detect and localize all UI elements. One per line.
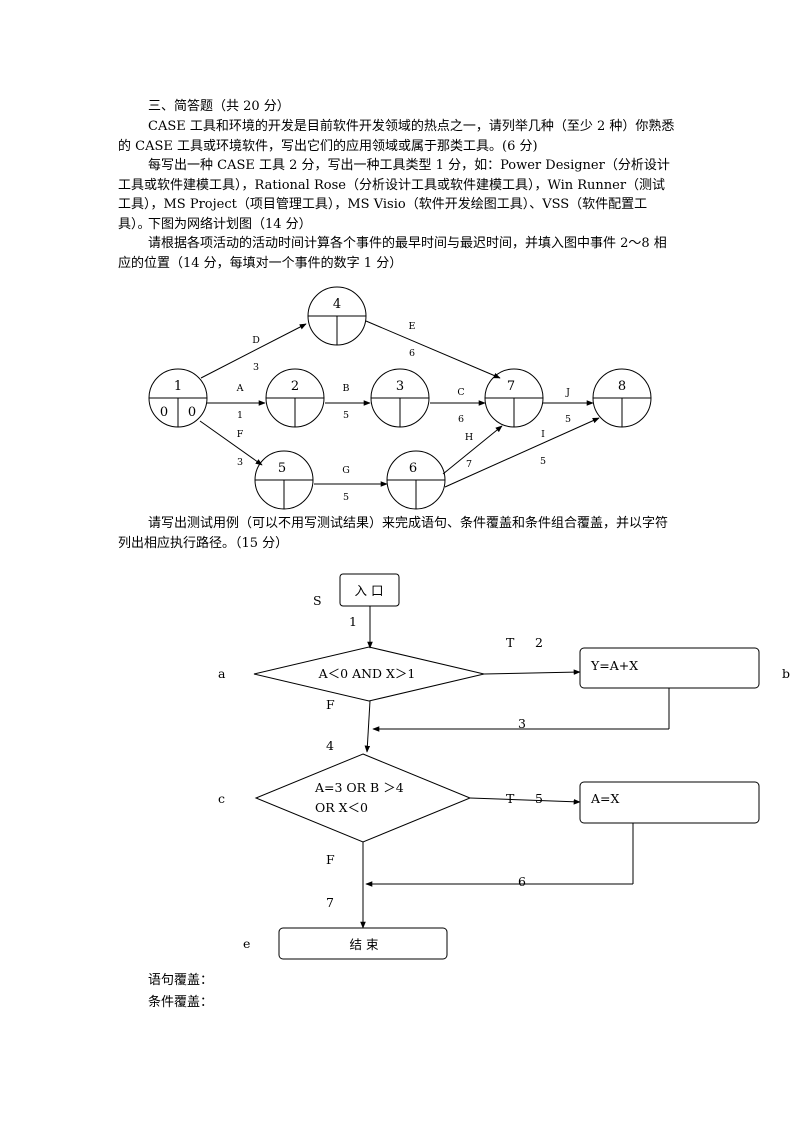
question-2-text: 请根据各项活动的活动时间计算各个事件的最早时间与最迟时间，并填入图中事件 2～8… (118, 236, 667, 271)
edge-3: 3 (518, 716, 526, 731)
action-1-text: Y=A+X (590, 658, 638, 673)
activity-i-arrow (444, 417, 600, 488)
condition-1-text: A＜0 AND X＞1 (318, 666, 416, 681)
node-6-id: 6 (409, 461, 417, 476)
edge-5: 5 (535, 791, 543, 806)
node-2-id: 2 (291, 379, 299, 394)
node-label-e: e (243, 936, 250, 951)
event-node-6 (386, 450, 446, 510)
activity-e-label: E (409, 321, 416, 332)
question-1-answer: 每写出一种 CASE 工具 2 分，写出一种工具类型 1 分，如：Power D… (118, 158, 670, 232)
activity-b-duration: 5 (343, 410, 349, 421)
edge-1: 1 (349, 614, 357, 629)
condition-1-diamond (253, 646, 485, 702)
node-1-late: 0 (188, 405, 196, 420)
event-node-4 (307, 286, 367, 346)
activity-h-duration: 7 (466, 459, 472, 470)
event-node-2 (265, 368, 325, 428)
event-node-3 (370, 368, 430, 428)
activity-e-duration: 6 (409, 348, 415, 359)
node-1-id: 1 (174, 379, 182, 394)
event-node-8 (592, 368, 652, 428)
node-label-b: b (782, 666, 790, 681)
node-5-id: 5 (278, 461, 286, 476)
activity-h-arrow (442, 425, 503, 475)
true-branch-2: T (506, 791, 515, 806)
condition-2-line-2: OR X＜0 (315, 800, 368, 815)
activity-h-label: H (465, 432, 473, 443)
event-node-7 (484, 368, 544, 428)
entry-label: 入 口 (355, 583, 384, 598)
activity-f-label: F (237, 429, 244, 440)
activity-c-duration: 6 (458, 414, 464, 425)
false-branch-1: F (326, 697, 335, 712)
question-1-text: CASE 工具和环境的开发是目前软件开发领域的热点之一，请列举几种（至少 2 种… (118, 119, 675, 154)
true-branch-1: T (506, 635, 515, 650)
activity-b-label: B (343, 383, 350, 394)
condition-2-line-1: A=3 OR B ＞4 (314, 780, 404, 795)
activity-f-arrow (199, 420, 263, 466)
node-label-s: S (313, 593, 322, 608)
edge-7: 7 (326, 895, 334, 910)
node-label-c: c (218, 791, 225, 806)
node-3-id: 3 (396, 379, 404, 394)
activity-j-duration: 5 (565, 414, 571, 425)
activity-j-label: J (565, 387, 570, 398)
node-label-a: a (218, 666, 226, 681)
exit-label: 结 束 (350, 937, 379, 952)
action-2-text: A=X (590, 791, 620, 806)
question-2-intro: 下图为网络计划图（14 分） (148, 217, 312, 232)
activity-g-duration: 5 (343, 492, 349, 503)
activity-c-label: C (457, 387, 464, 398)
action-2-box (579, 781, 760, 824)
activity-d-arrow (200, 323, 307, 379)
exit-box (278, 927, 448, 960)
activity-a-label: A (236, 383, 244, 394)
question-3-text: 请写出测试用例（可以不用写测试结果）来完成语句、条件覆盖和条件组合覆盖，并以字符… (118, 516, 669, 551)
network-plan-diagram: 1 0 0 2 3 4 5 6 7 8 D 3 E 6 A 1 B 5 C 6 … (148, 286, 652, 510)
statement-coverage-label: 语句覆盖： (148, 973, 214, 988)
node-7-id: 7 (507, 379, 515, 394)
condition-coverage-label: 条件覆盖： (148, 995, 214, 1010)
section-heading: 三、简答题（共 20 分） (148, 99, 290, 114)
event-node-5 (254, 450, 314, 510)
activity-e-arrow (365, 320, 501, 379)
activity-i-label: I (541, 429, 545, 440)
condition-2-diamond (254, 753, 472, 843)
node-4-id: 4 (333, 297, 341, 312)
edge-2: 2 (535, 635, 543, 650)
program-flowchart: 入 口 A＜0 AND X＞1 Y=A+X A=3 OR B ＞4 OR X＜0… (218, 573, 790, 960)
event-node-1 (148, 368, 208, 428)
edge-6: 6 (518, 874, 526, 889)
node-8-id: 8 (618, 379, 626, 394)
edge-4: 4 (326, 738, 334, 753)
activity-a-duration: 1 (237, 410, 243, 421)
false-branch-2: F (326, 852, 335, 867)
activity-d-label: D (252, 335, 260, 346)
activity-f-duration: 3 (237, 457, 243, 468)
activity-i-duration: 5 (540, 456, 546, 467)
activity-d-duration: 3 (253, 362, 259, 373)
node-1-early: 0 (160, 405, 168, 420)
activity-g-label: G (342, 465, 350, 476)
